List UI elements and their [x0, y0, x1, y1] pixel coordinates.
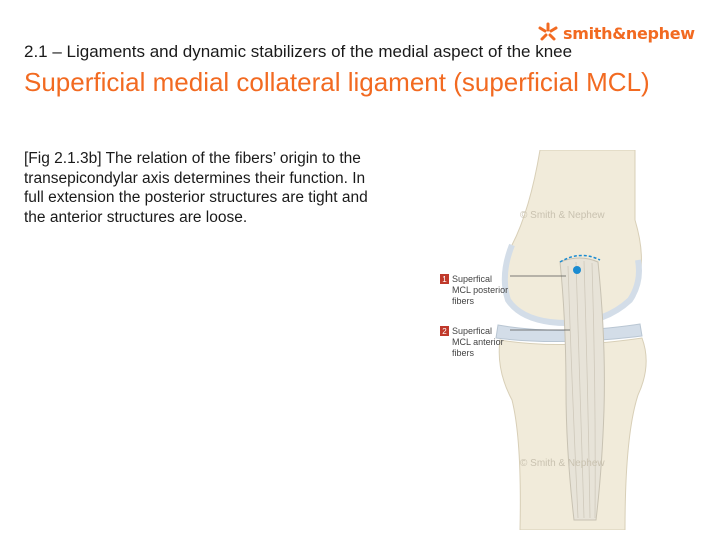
label-2-badge [440, 326, 449, 336]
mcl-fibers [567, 260, 596, 519]
knee-mcl-diagram: 1 Superfical MCL posterior fibers 2 Supe… [440, 149, 647, 531]
page-title: Superficial medial collateral ligament (… [24, 67, 650, 97]
label-2-line-3: fibers [452, 348, 475, 358]
label-1-line-2: MCL posterior [452, 285, 508, 295]
label-1-line-3: fibers [452, 296, 475, 306]
smith-nephew-logo: smith&nephew [537, 20, 695, 46]
watermark-top: © Smith & Nephew [520, 210, 605, 221]
figure-caption: [Fig 2.1.3b] The relation of the fibers’… [24, 150, 368, 226]
section-subtitle: 2.1 – Ligaments and dynamic stabilizers … [24, 42, 573, 61]
transepicondylar-axis-marker [559, 254, 601, 274]
label-1-badge [440, 274, 449, 284]
logo-wordmark: smith&nephew [563, 23, 695, 43]
label-1-number: 1 [442, 275, 447, 284]
femoral-cartilage [501, 243, 642, 327]
starburst-logo-icon [538, 22, 558, 41]
knee-illustration: 1 Superfical MCL posterior fibers 2 Supe… [420, 149, 680, 531]
label-2-line-1: Superfical [452, 326, 492, 336]
watermark-bottom: © Smith & Nephew [520, 458, 605, 469]
label-1-line-1: Superfical [452, 274, 492, 284]
label-2-number: 2 [442, 327, 447, 336]
label-2-line-2: MCL anterior [452, 337, 504, 347]
